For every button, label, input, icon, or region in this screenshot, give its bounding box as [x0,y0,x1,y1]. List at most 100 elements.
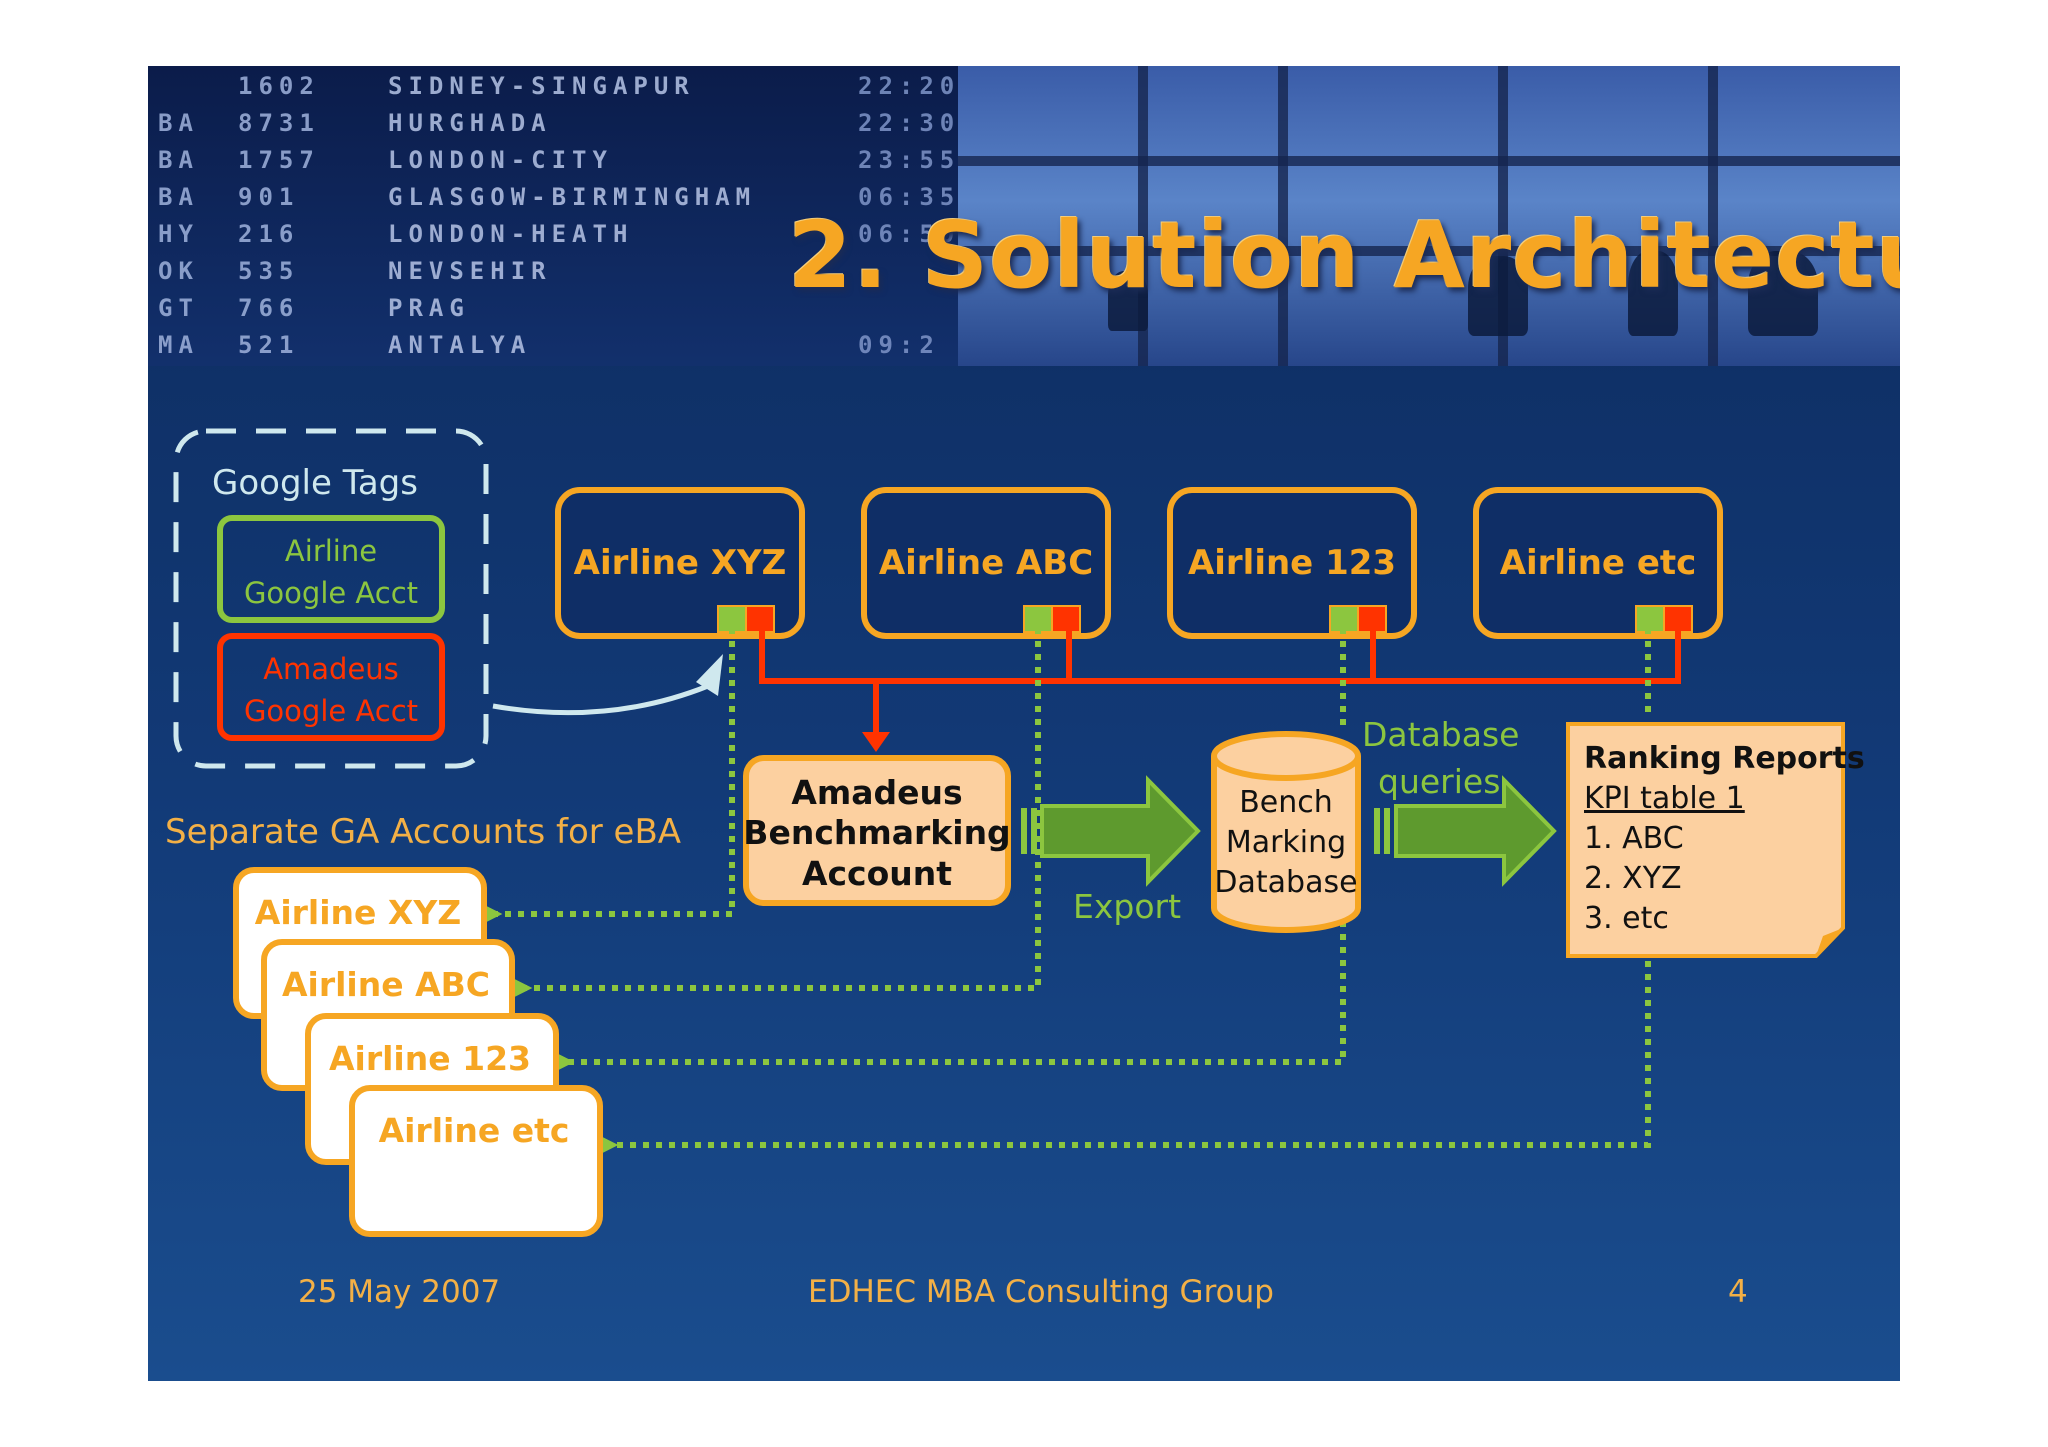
link-etc [576,961,1651,1166]
tag-deploy-arrow [492,683,709,716]
airline-tag-marker [1635,605,1665,633]
airline-site-box: Airline XYZ [555,487,805,639]
footer-date: 25 May 2007 [298,1274,501,1310]
database-line-3: Database [1214,865,1357,900]
airline-site-box: Airline ABC [861,487,1111,639]
board-destination: SIDNEY-SINGAPUR [388,72,695,100]
airline-site-label: Airline etc [1500,543,1697,583]
slide-title: 2. Solution Architecture [788,202,1900,309]
board-flight: 1602 [238,72,320,100]
ranking-item: 2. XYZ [1584,861,1682,896]
board-code: HY [158,220,199,248]
export-arrow [1021,775,1201,887]
separate-accounts-label: Separate GA Accounts for eBA [165,812,681,852]
queries-label-2: queries [1378,762,1500,801]
architecture-diagram: Google Tags Airline Google Acct Amadeus … [165,428,1865,1237]
airline-site-label: Airline XYZ [574,543,787,583]
board-destination: ANTALYA [388,331,532,359]
airline-ga-account-card: Airline etc [349,1085,603,1237]
airline-ga-account-label: Airline ABC [282,965,490,1004]
amadeus-google-acct-label-1: Amadeus [263,652,399,686]
departure-board-row: HY 216 LONDON-HEATH 06:50 [158,220,960,250]
ranking-title: Ranking Reports [1584,741,1865,776]
board-destination: LONDON-HEATH [388,220,634,248]
silhouette-person [1628,251,1678,336]
departure-board-row: 1602 SIDNEY-SINGAPUR 22:20 [158,72,960,102]
departure-board-row: OK 535 NEVSEHIR [158,257,858,287]
board-time: 23:55 [858,146,961,174]
window-mullion [1498,66,1508,366]
board-flight: 8731 [238,109,320,137]
airline-site-box: Airline 123 [1167,487,1417,639]
ranking-item: 3. etc [1584,901,1669,936]
airline-ga-account-label: Airline etc [379,1111,570,1150]
board-destination: LONDON-CITY [388,146,613,174]
window-transom [958,156,1900,166]
board-time: 06:35 [858,183,961,211]
departure-board-row: MA 521 ANTALYA 09:2 [158,331,940,361]
database-line-1: Bench [1239,785,1333,820]
airline-ga-account-label: Airline 123 [329,1039,531,1078]
amadeus-account-line-3: Account [802,854,952,893]
queries-label-1: Database [1362,715,1519,754]
board-code: BA [158,109,199,137]
footer-page-number: 4 [1728,1274,1748,1310]
board-code: OK [158,257,199,285]
board-code: BA [158,146,199,174]
window-transom [958,246,1900,256]
board-code: MA [158,331,199,359]
google-tags-frame [173,428,489,769]
board-flight: 1757 [238,146,320,174]
airline-google-acct-box [217,515,445,623]
board-flight: 216 [238,220,300,248]
google-tags-title: Google Tags [212,463,418,503]
board-destination: GLASGOW-BIRMINGHAM [388,183,757,211]
red-connector-bus [759,628,1681,752]
queries-arrow [1374,775,1557,887]
board-flight: 766 [238,294,300,322]
amadeus-google-acct-label-2: Google Acct [244,694,418,728]
departure-board-row: BA 1757 LONDON-CITY 23:55 [158,146,960,176]
board-time: 22:20 [858,72,961,100]
amadeus-benchmarking-account: Amadeus Benchmarking Account [743,755,1011,906]
board-destination: NEVSEHIR [388,257,552,285]
ranking-item: 1. ABC [1584,821,1684,856]
google-tags-group: Google Tags Airline Google Acct Amadeus … [173,428,489,769]
amadeus-google-acct-box [217,633,445,741]
airline-google-acct-label-2: Google Acct [244,576,418,610]
window-mullion [1708,66,1718,366]
amadeus-account-line-1: Amadeus [791,773,962,812]
window-mullion [1278,66,1288,366]
silhouette-person [1468,256,1528,336]
link-123 [532,921,1346,1083]
link-xyz [460,628,735,935]
amadeus-tag-marker [745,605,775,633]
ranking-subtitle: KPI table 1 [1584,781,1745,816]
airline-site-label: Airline ABC [879,543,1093,583]
export-label: Export [1073,887,1181,926]
green-dotted-links [460,628,1651,1166]
board-flight: 535 [238,257,300,285]
airline-google-acct-label-1: Airline [285,534,377,568]
departure-board-row: BA 901 GLASGOW-BIRMINGHAM 06:35 [158,183,960,213]
benchmarking-database: Bench Marking Database [1211,731,1361,933]
link-abc [490,628,1041,1009]
amadeus-tag-marker [1663,605,1693,633]
tag-deploy-arrowhead [696,654,723,696]
board-flight: 521 [238,331,300,359]
board-time: 06:50 [858,220,961,248]
ranking-reports-note: Ranking Reports KPI table 1 1. ABC 2. XY… [1566,722,1865,958]
board-destination: PRAG [388,294,470,322]
amadeus-account-line-2: Benchmarking [743,813,1010,852]
board-time: 22:30 [858,109,961,137]
board-flight: 901 [238,183,300,211]
silhouette-person [1108,271,1148,331]
board-time: 09:2 [858,331,940,359]
airline-ga-account-label: Airline XYZ [255,893,461,932]
board-code: BA [158,183,199,211]
footer-organization: EDHEC MBA Consulting Group [808,1274,1274,1310]
